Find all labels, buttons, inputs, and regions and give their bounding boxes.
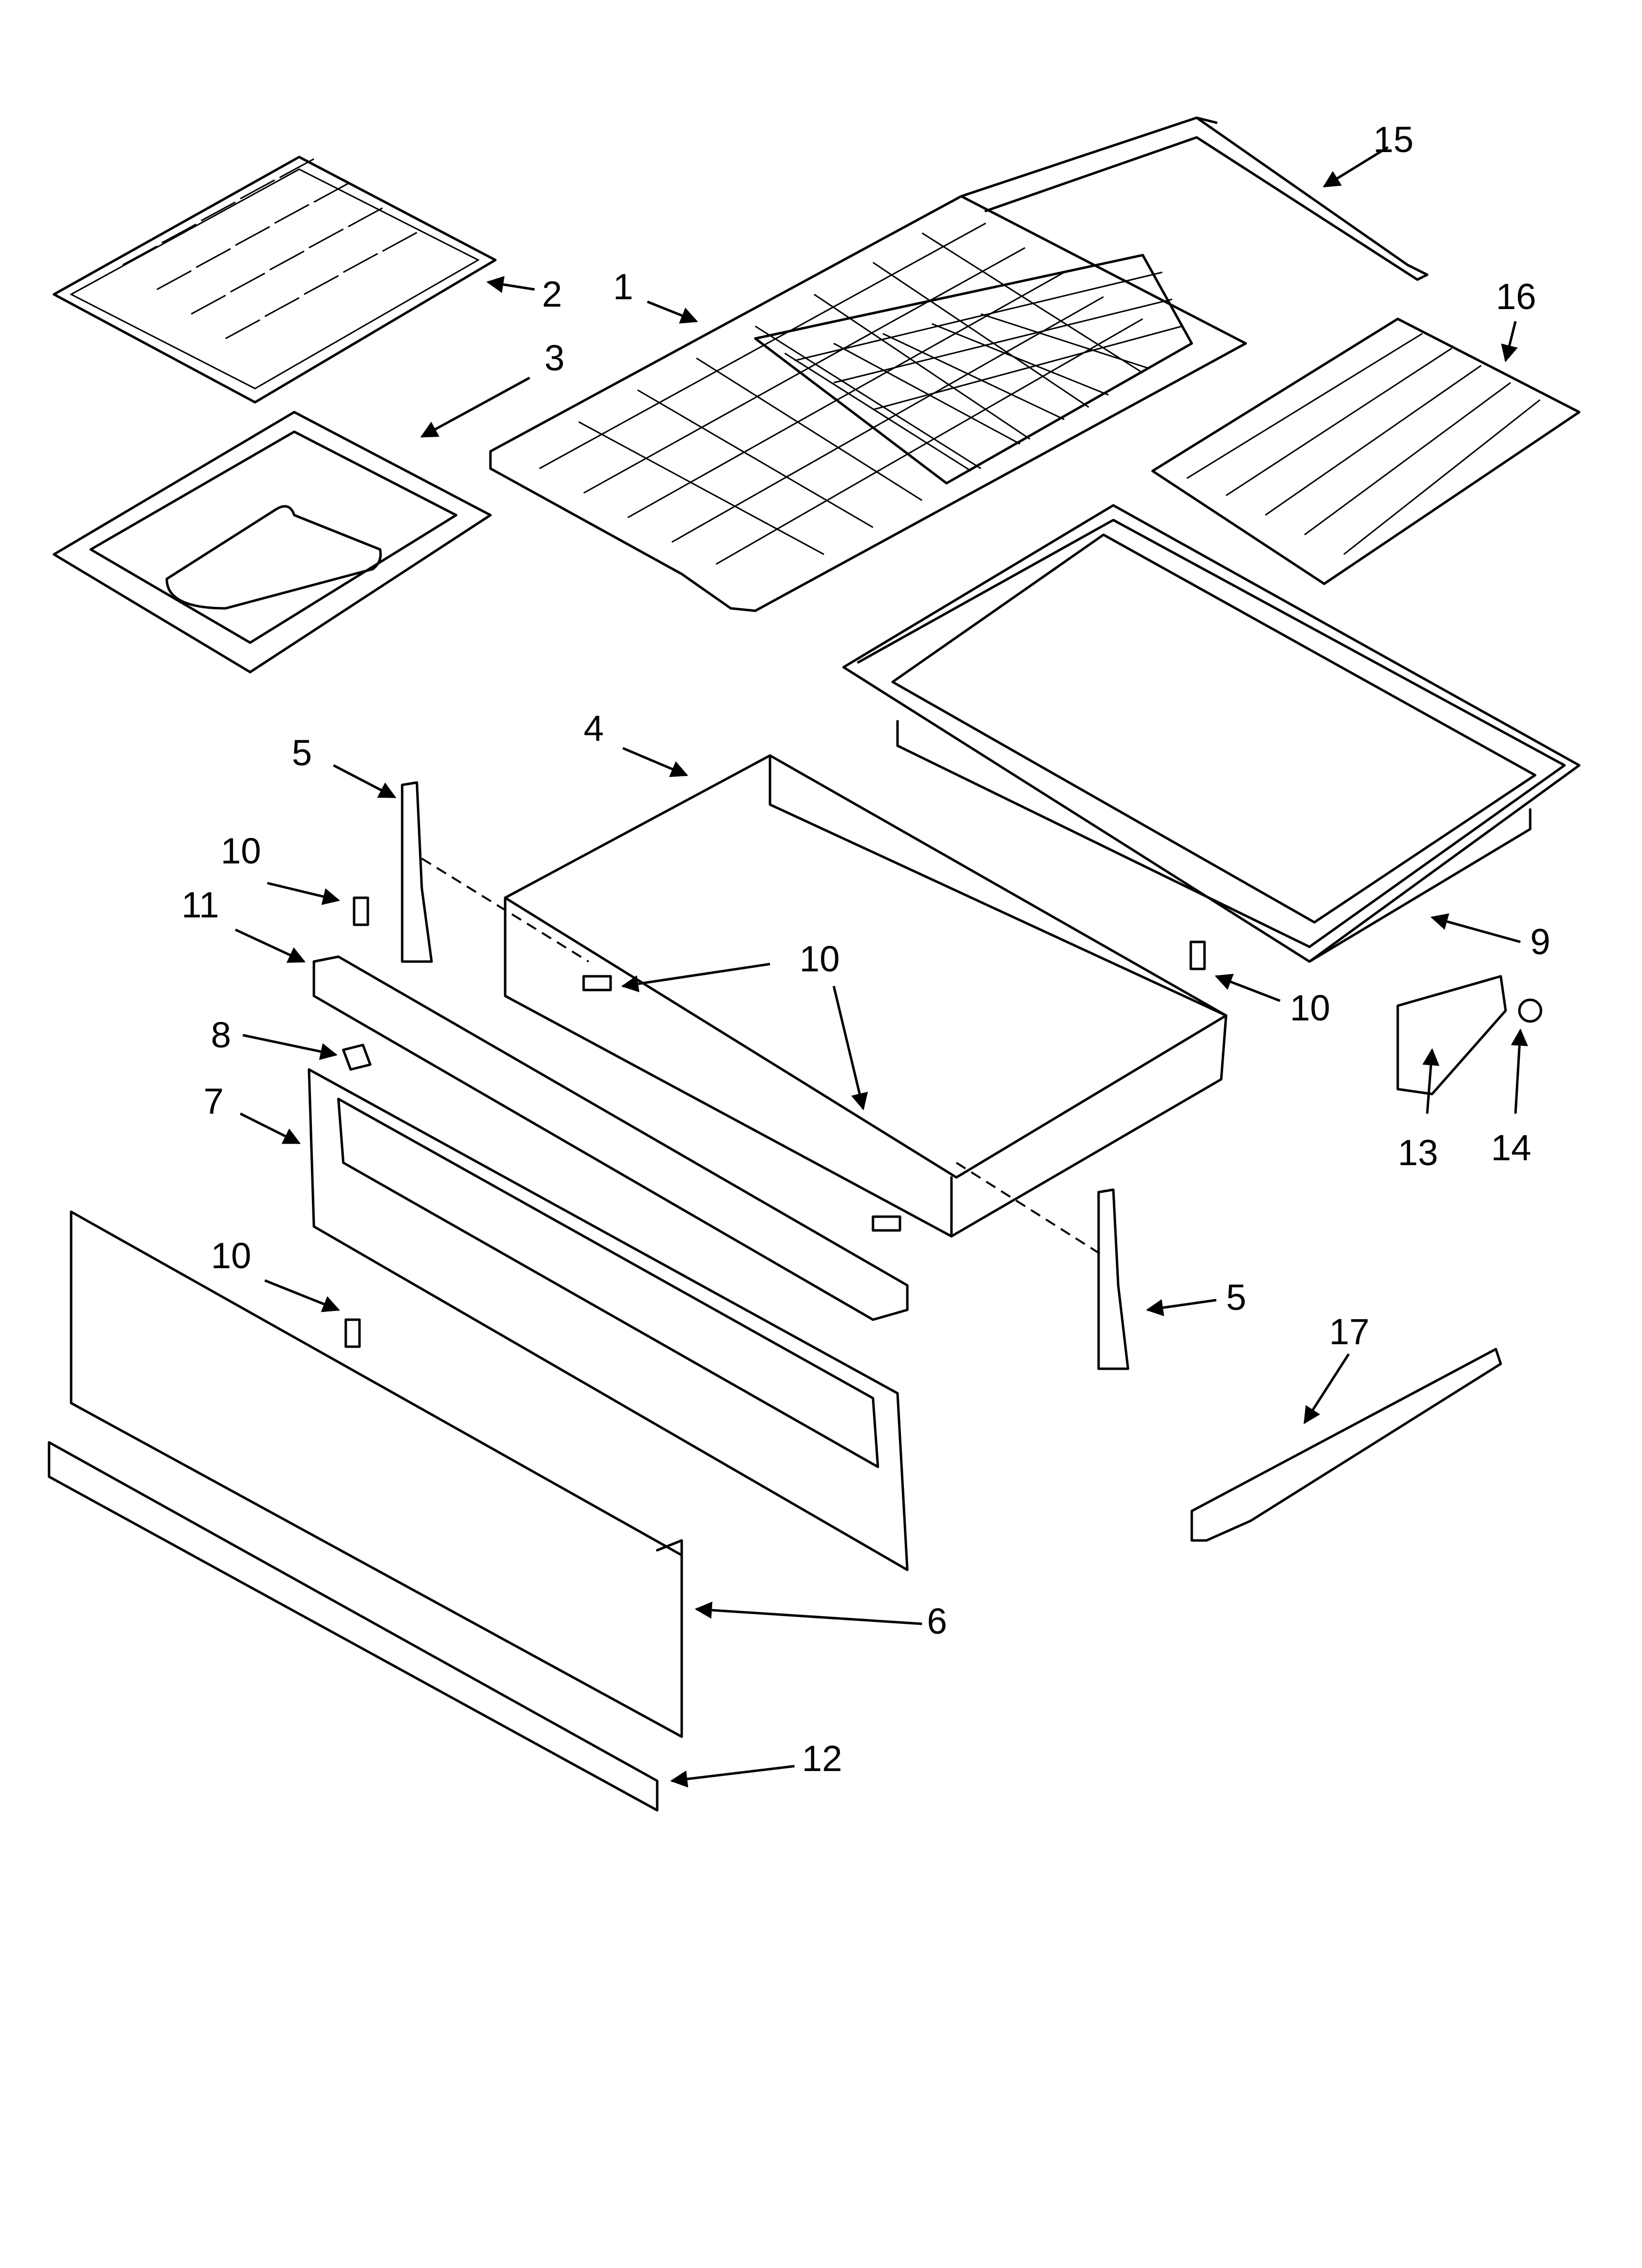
rack-rail-part (960, 116, 1429, 281)
callout-11: 11 (181, 885, 219, 925)
clip-part (342, 1043, 372, 1071)
callout-10-center: 10 (799, 938, 840, 979)
trim-bar-part (312, 955, 909, 1321)
drawer-tub-part (842, 504, 1581, 963)
callout-15: 15 (1373, 119, 1413, 160)
leader-lines (234, 146, 1528, 1788)
callout-9: 9 (1530, 921, 1550, 962)
bottom-trim-part (48, 1441, 659, 1812)
callout-10-lower-left: 10 (211, 1235, 251, 1276)
drawer-body-part (504, 754, 1228, 1238)
callout-5-upper: 5 (292, 732, 312, 773)
outer-front-panel-part (70, 1210, 683, 1738)
broiler-grid-part (52, 156, 497, 404)
screw-part (344, 896, 1206, 1348)
callout-13: 13 (1398, 1132, 1438, 1173)
slide-rail-part (1190, 1348, 1502, 1542)
drawer-front-panel-part (308, 1068, 909, 1571)
callout-10-right: 10 (1290, 988, 1330, 1028)
callout-3: 3 (544, 338, 564, 378)
callout-2: 2 (542, 274, 562, 314)
callout-12: 12 (802, 1738, 842, 1779)
callout-5-lower: 5 (1226, 1277, 1246, 1318)
callout-7: 7 (204, 1081, 224, 1121)
drawer-bracket-right-part (1097, 1188, 1129, 1370)
broiler-pan-part (52, 411, 492, 674)
callout-8: 8 (211, 1015, 231, 1055)
washer-part (1518, 998, 1542, 1023)
rack-insert-part (754, 254, 1193, 485)
callout-1: 1 (613, 266, 633, 307)
bracket-alignment-line-right (955, 1162, 1104, 1257)
callout-17: 17 (1329, 1311, 1369, 1352)
callout-10-upper-left: 10 (221, 831, 261, 871)
callout-16: 16 (1496, 276, 1536, 317)
callout-6: 6 (927, 1601, 947, 1642)
half-rack-part (1151, 317, 1581, 585)
drawer-bracket-left-part (401, 781, 433, 963)
bracket-alignment-line-left (421, 858, 590, 963)
callout-14: 14 (1491, 1127, 1531, 1168)
hinge-bracket-part (1396, 975, 1507, 1095)
callout-4: 4 (584, 708, 604, 749)
